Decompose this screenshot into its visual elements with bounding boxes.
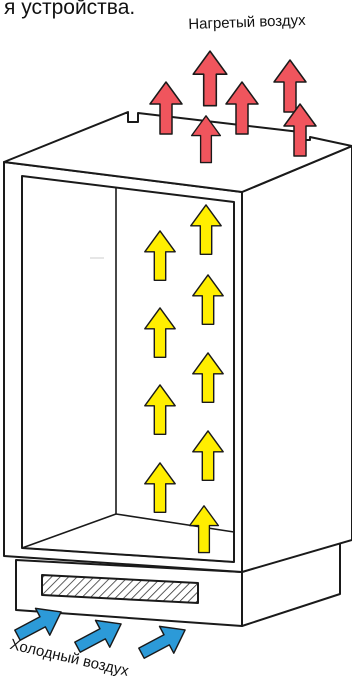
warm-air-arrow-icon: [188, 505, 220, 554]
cold-air-arrow-icon: [74, 619, 122, 653]
warm-air-arrow-icon: [190, 204, 222, 256]
cold-air-arrows: [14, 607, 186, 659]
warm-air-arrow-icon: [192, 352, 224, 404]
hot-air-arrows: [149, 50, 317, 164]
ventilation-grille: [41, 574, 199, 604]
hot-air-arrow-icon: [149, 81, 183, 135]
cabinet: [3, 111, 352, 627]
hot-air-arrow-icon: [190, 115, 222, 164]
hot-air-arrow-icon: [225, 81, 259, 135]
interior-floor-front: [21, 547, 235, 563]
interior-floor-back: [115, 513, 235, 533]
hot-air-arrow-icon: [283, 103, 317, 157]
cabinet-side-panel: [241, 145, 352, 573]
top-text-fragment: я устройства.: [4, 0, 136, 19]
warm-air-arrow-icon: [144, 384, 176, 436]
warm-air-arrows: [144, 204, 224, 554]
cold-air-arrow-icon: [14, 607, 62, 641]
hot-air-arrow-icon: [192, 50, 228, 107]
hot-air-arrow-icon: [273, 59, 307, 113]
warm-air-arrow-icon: [144, 462, 176, 514]
warm-air-arrow-icon: [144, 230, 176, 282]
cold-air-arrow-icon: [138, 625, 186, 659]
warm-air-arrow-icon: [192, 274, 224, 326]
cabinet-interior-edges: [21, 188, 235, 563]
interior-floor-left: [21, 513, 117, 549]
warm-air-arrow-icon: [192, 430, 224, 482]
warm-air-arrow-icon: [144, 307, 176, 359]
